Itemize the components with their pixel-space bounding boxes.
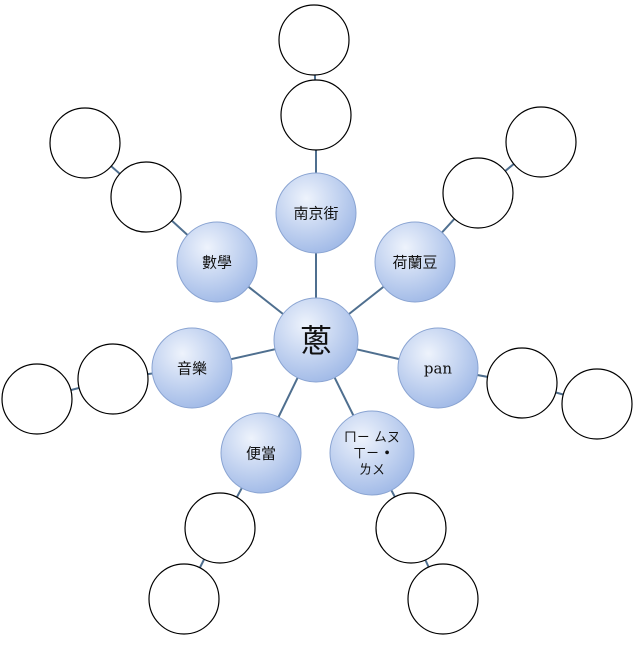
branch-bopomofo: ㄇㄧ ㄙㄡㄒㄧ •ㄌㄨ <box>329 410 479 635</box>
topic-node-yinyue <box>151 327 233 409</box>
empty-node-bopomofo-1 <box>375 492 447 564</box>
center-label: 蔥 <box>300 322 332 360</box>
topic-label-bopomofo-line-3: ㄌㄨ <box>359 463 385 478</box>
branch-biandang: 便當 <box>148 412 302 635</box>
topic-label-biandang: 便當 <box>246 444 276 462</box>
branch-yinyue: 音樂 <box>1 327 233 435</box>
center-topic: 蔥 <box>273 297 359 383</box>
topic-label-yinyue: 音樂 <box>177 359 207 377</box>
topic-label-bopomofo-line-1: ㄇㄧ ㄙㄡ <box>344 430 400 445</box>
branch-pan: pan <box>397 327 633 440</box>
empty-node-nanjing-2 <box>278 4 350 76</box>
empty-node-biandang-2 <box>148 563 220 635</box>
empty-node-shuxue-1 <box>110 161 182 233</box>
empty-node-pan-2 <box>561 368 633 440</box>
topic-label-nanjing: 南京街 <box>293 204 338 222</box>
topic-label-shuxue: 數學 <box>202 253 232 271</box>
empty-node-helandou-1 <box>442 157 514 229</box>
empty-node-helandou-2 <box>505 106 577 178</box>
empty-node-bopomofo-2 <box>407 563 479 635</box>
topic-node-biandang <box>220 412 302 494</box>
branch-shuxue: 數學 <box>49 107 258 303</box>
topic-label-shuxue-line-1: 數學 <box>202 253 232 271</box>
topic-node-nanjing <box>275 172 357 254</box>
empty-node-shuxue-2 <box>49 107 121 179</box>
topic-label-pan-line-1: pan <box>424 359 453 377</box>
topic-label-yinyue-line-1: 音樂 <box>177 359 207 377</box>
topic-label-nanjing-line-1: 南京街 <box>293 204 338 222</box>
topic-label-helandou-line-1: 荷蘭豆 <box>392 253 437 271</box>
nodes-layer: 南京街荷蘭豆 pan ㄇㄧ ㄙㄡㄒㄧ •ㄌㄨ 便當 音樂 數學蔥 <box>1 4 633 635</box>
center-node <box>273 297 359 383</box>
branch-helandou: 荷蘭豆 <box>374 106 577 303</box>
topic-label-biandang-line-1: 便當 <box>246 444 276 462</box>
branch-nanjing: 南京街 <box>275 4 357 254</box>
topic-label-pan: pan <box>424 359 453 377</box>
empty-node-yinyue-1 <box>77 343 149 415</box>
topic-node-pan <box>397 327 479 409</box>
empty-node-pan-1 <box>486 347 558 419</box>
empty-node-nanjing-1 <box>280 79 352 151</box>
topic-label-helandou: 荷蘭豆 <box>392 253 437 271</box>
topic-label-bopomofo-line-2: ㄒㄧ • <box>353 447 391 462</box>
topic-node-bopomofo <box>329 410 415 496</box>
topic-node-shuxue <box>176 221 258 303</box>
topic-label-bopomofo: ㄇㄧ ㄙㄡㄒㄧ •ㄌㄨ <box>344 430 400 478</box>
empty-node-biandang-1 <box>184 492 256 564</box>
empty-node-yinyue-2 <box>1 363 73 435</box>
topic-node-helandou <box>374 221 456 303</box>
